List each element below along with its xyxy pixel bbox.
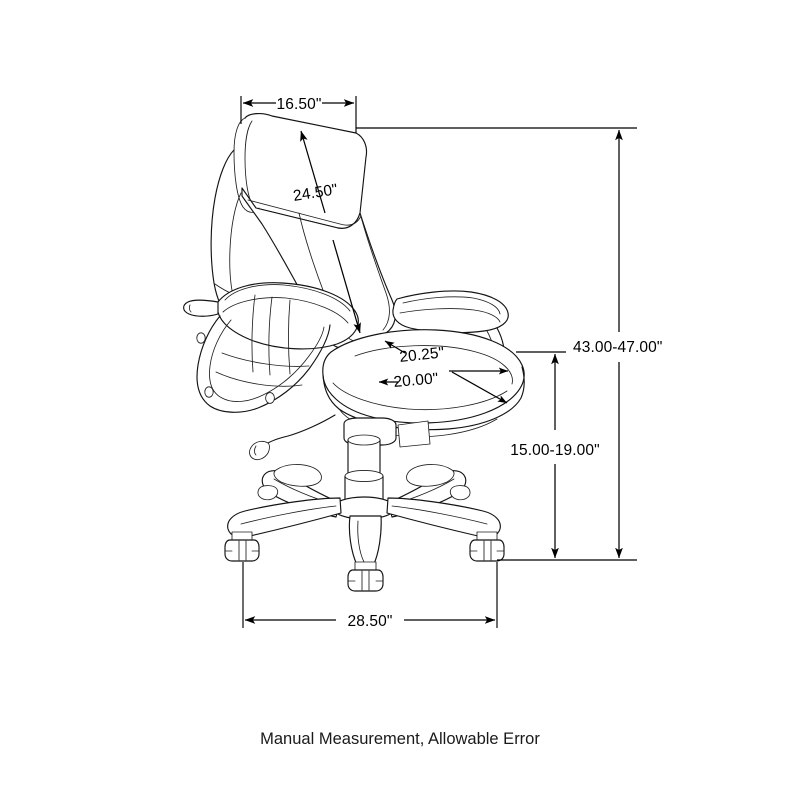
caster-right-wheel (469, 539, 505, 562)
armrest-left-pad-tip (183, 299, 219, 317)
seat-depth-arrow-left (384, 340, 406, 354)
caster-left-wheel (224, 539, 260, 562)
armrest-right-pad-crease-2 (399, 308, 501, 323)
backrest-height-arrow-upper (300, 130, 326, 214)
base-cap-rear-left (273, 464, 322, 487)
lever-handle (249, 440, 270, 461)
armrest-left-pivot-upper (196, 332, 206, 344)
chair-armrest-left (183, 282, 359, 413)
chair-backrest (210, 112, 396, 350)
caster-right-stem (476, 531, 498, 541)
armrest-left-frame-cross (221, 352, 310, 367)
dimension-label-backrest-width: 16.50" (277, 96, 322, 113)
mechanism-side-block (397, 420, 431, 448)
base-arm-front-left-crease (240, 505, 337, 525)
lever-shaft (267, 414, 336, 444)
dimension-label-overall-height: 43.00-47.00" (573, 339, 662, 356)
chair-casters (224, 485, 505, 592)
lever-handle-detail (254, 445, 257, 456)
dimension-label-backrest-height: 24.50" (292, 181, 339, 205)
caster-rear-right (449, 485, 471, 501)
backrest-left-bolster (233, 117, 260, 213)
caster-rear-right-wheel (449, 485, 471, 501)
armrest-left-pad-crease (224, 284, 351, 312)
gas-cylinder-upper-cap (347, 434, 381, 446)
dimension-annotations: 16.50" 24.50" 20.25" 20.00" 43.00-4 (240, 96, 662, 630)
base-arm-front-right-crease (391, 505, 488, 525)
backrest-lower-panel (241, 187, 396, 350)
drawing-caption: Manual Measurement, Allowable Error (260, 730, 540, 748)
base-arm-front-right (386, 497, 501, 538)
armrest-right-pad (392, 290, 509, 334)
seat-cushion-inner-contour (354, 345, 513, 385)
caster-right-wheel-detail (483, 540, 492, 561)
backrest-height-arrow-lower (332, 239, 361, 334)
armrest-left-frame-cross-2 (215, 371, 303, 387)
dimension-label-seat-depth: 20.25" (399, 344, 445, 366)
base-cap-rear-right (406, 464, 455, 487)
caster-rear-left (257, 485, 279, 501)
seat-cushion-seam (332, 382, 508, 411)
armrest-left-frame-bar-1 (251, 294, 256, 373)
armrest-left-pad-tip-detail (188, 304, 192, 313)
backrest-panel-seam (247, 199, 362, 226)
caster-right (469, 531, 505, 562)
dimension-seat-width: 20.00" (378, 370, 508, 404)
dimension-label-seat-height: 15.00-19.00" (510, 442, 599, 459)
caster-center-stem (354, 561, 377, 571)
dimension-label-base-diameter: 28.50" (348, 613, 393, 630)
armrest-left-loop-outer (196, 315, 331, 413)
base-arm-front-center-crease (357, 520, 365, 563)
dimension-seat-height: 15.00-19.00" (510, 353, 600, 559)
caster-left-wheel-detail (238, 540, 247, 561)
dimension-label-seat-width: 20.00" (393, 370, 439, 391)
base-arm-front-left (227, 497, 342, 538)
armrest-left-pivot-front (265, 392, 275, 404)
backrest-left-bolster-crease (244, 120, 254, 207)
caster-center-wheel (347, 569, 384, 592)
caster-left (224, 531, 260, 562)
chair-adjustment-lever (249, 414, 336, 461)
caster-center-wheel-detail (361, 570, 370, 591)
armrest-left-frame-bar-3 (288, 299, 291, 375)
caster-rear-left-wheel (257, 485, 279, 501)
armrest-left-pivot-lower (204, 386, 214, 398)
dimension-base-diameter: 28.50" (242, 562, 498, 630)
dimension-seat-depth: 20.25" (384, 340, 509, 375)
gas-cylinder-lower-cap (344, 469, 384, 483)
dimension-overall-height: 43.00-47.00" (573, 129, 662, 559)
armrest-right-pad-crease (402, 296, 501, 315)
armrest-left-loop-inner (209, 319, 325, 402)
caster-center (347, 561, 384, 592)
armrest-left-pad-crease-2 (222, 297, 349, 324)
backrest-right-edge (359, 212, 390, 331)
dimension-backrest-width: 16.50" (240, 96, 357, 133)
seat-cushion-edge (322, 366, 525, 431)
chair-illustration (183, 112, 525, 592)
chair-base (227, 464, 501, 571)
caster-left-stem (231, 531, 253, 541)
seat-width-arrow-right (451, 371, 508, 404)
dimension-backrest-height: 24.50" (292, 130, 361, 334)
armrest-left-frame-bar-2 (268, 296, 273, 376)
